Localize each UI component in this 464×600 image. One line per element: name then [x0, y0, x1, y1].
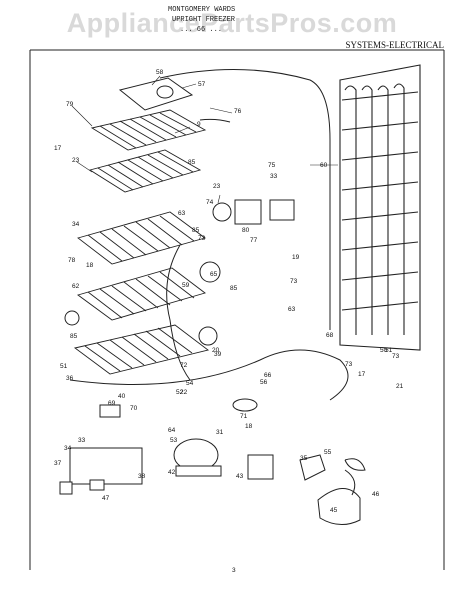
callout-label: 70 [130, 405, 138, 412]
callout-label: 43 [236, 473, 244, 480]
callout-label: 33 [78, 437, 86, 444]
callout-label: 46 [372, 491, 380, 498]
callout-label: 36 [66, 375, 74, 382]
callout-label: 75 [268, 162, 276, 169]
callout-label: 38 [138, 473, 146, 480]
shelf-1 [90, 109, 207, 151]
callout-label: 50 [380, 347, 388, 354]
callout-label: 31 [216, 429, 224, 436]
callout-label: 51 [60, 363, 68, 370]
callout-label: 35 [300, 455, 308, 462]
fan-motor [212, 199, 295, 225]
tubing [69, 68, 349, 401]
callout-label: 77 [250, 237, 258, 244]
callout-label: 71 [240, 413, 248, 420]
callout-label: 58 [156, 69, 164, 76]
leader-lines [71, 75, 338, 204]
callout-label: 65 [210, 271, 218, 278]
callout-label: 22 [180, 389, 188, 396]
callout-label: 20 [212, 347, 220, 354]
callout-label: 55 [324, 449, 332, 456]
callout-label: 23 [213, 183, 221, 190]
callout-label: 66 [264, 372, 272, 379]
callout-label: 9 [197, 121, 201, 128]
callout-label: 80 [242, 227, 250, 234]
callout-label: 42 [168, 469, 176, 476]
callout-label: 18 [86, 262, 94, 269]
callout-label: 17 [54, 145, 62, 152]
callout-label: 62 [72, 283, 80, 290]
callout-label: 78 [68, 257, 76, 264]
callout-label: 74 [206, 199, 214, 206]
callout-label: 64 [168, 427, 176, 434]
callout-label: 85 [188, 159, 196, 166]
header-line-2: UPRIGHT FREEZER [172, 16, 236, 24]
compressor [173, 438, 222, 477]
callout-label: 85 [192, 227, 200, 234]
shelves [73, 109, 210, 375]
callout-label: 63 [288, 306, 296, 313]
callout-label: 85 [230, 285, 238, 292]
header-line-3: ... 66 ... [180, 26, 223, 34]
callout-label: 73 [345, 361, 353, 368]
callout-label: 17 [358, 371, 366, 378]
watermark: AppliancePartsPros.com [66, 8, 398, 38]
callout-label: 33 [270, 173, 278, 180]
callout-label: 79 [66, 101, 74, 108]
callout-label: 40 [118, 393, 126, 400]
callout-label: 21 [396, 383, 404, 390]
shelf-5 [73, 324, 210, 375]
condenser-coil [339, 64, 421, 351]
callout-label: 23 [72, 157, 80, 164]
callout-label: 51 [385, 347, 393, 354]
callout-label: 45 [330, 507, 338, 514]
shelf-4 [76, 267, 206, 321]
callout-label: 73 [290, 278, 298, 285]
callout-label: 19 [292, 254, 300, 261]
callout-label: 34 [72, 221, 80, 228]
callout-label: 39 [214, 351, 222, 358]
callout-label: 59 [182, 282, 190, 289]
callout-label: 54 [186, 380, 194, 387]
callout-label: 53 [170, 437, 178, 444]
lower-parts [59, 398, 361, 525]
callout-label: 37 [54, 460, 62, 467]
callout-label: 18 [245, 423, 253, 430]
callout-label: 60 [320, 162, 328, 169]
callout-label: 52 [176, 389, 184, 396]
footer-mark: 3 [232, 567, 236, 574]
callout-label: 85 [70, 333, 78, 340]
header-line-1: MONTGOMERY WARDS [168, 6, 236, 14]
callout-label: 73 [198, 235, 206, 242]
fan-blade [344, 458, 366, 496]
callout-label: 73 [392, 353, 400, 360]
top-housing [118, 77, 194, 111]
callout-label: 69 [108, 400, 116, 407]
thermostat [64, 261, 221, 346]
frame-lines [29, 49, 445, 570]
callout-label: 68 [326, 332, 334, 339]
callout-label: 76 [234, 108, 242, 115]
callout-label: 47 [102, 495, 110, 502]
shelf-3 [77, 211, 207, 265]
callout-label: 57 [198, 81, 206, 88]
section-title: SYSTEMS-ELECTRICAL [345, 40, 444, 50]
shelf-2 [88, 149, 202, 193]
callout-label: 34 [64, 445, 72, 452]
callout-label: 56 [260, 379, 268, 386]
callout-label: 72 [180, 362, 188, 369]
callout-label: 63 [178, 210, 186, 217]
